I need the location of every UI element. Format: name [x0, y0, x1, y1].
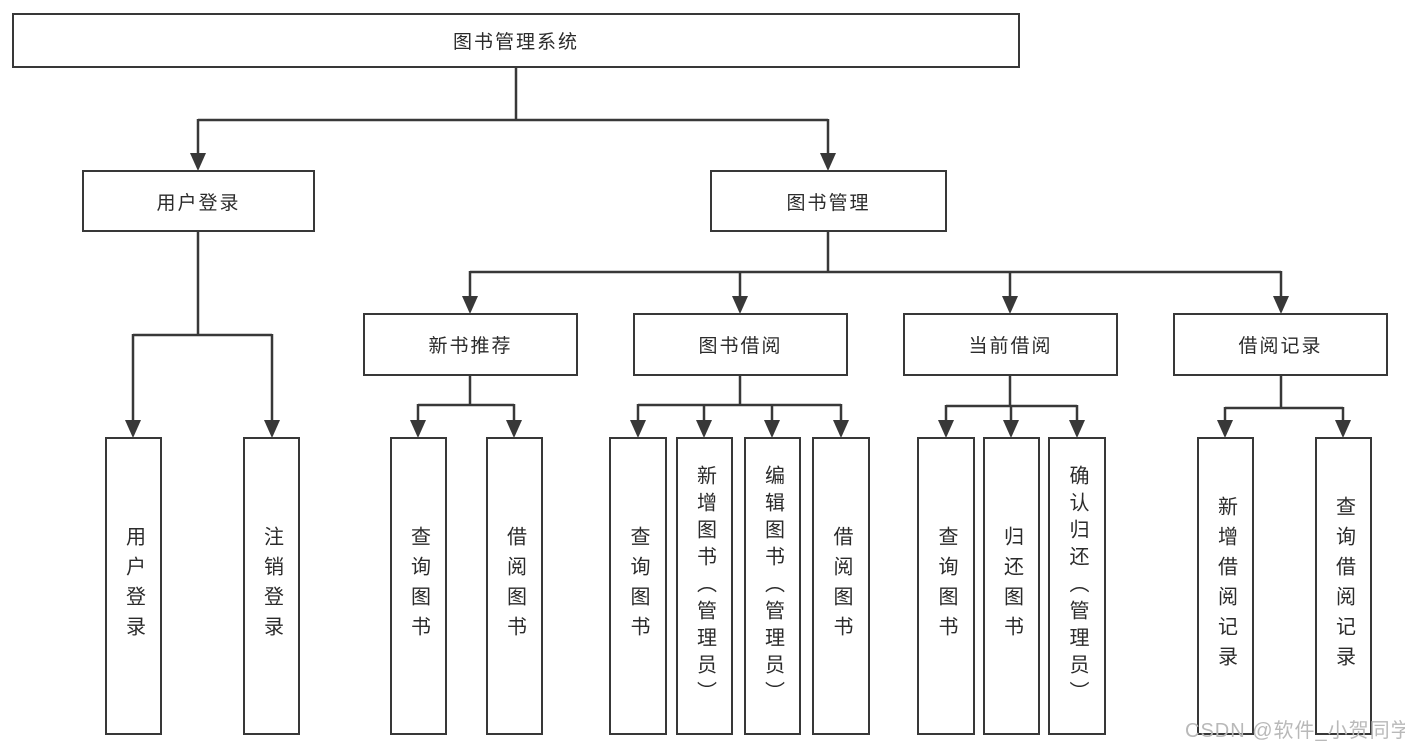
leaf-edit-book-admin-label: 编辑图书（管理员） [761, 464, 784, 708]
leaf-query-books-recommend: 查询图书 [390, 437, 447, 735]
node-borrowing-records: 借阅记录 [1173, 313, 1388, 376]
node-user-login-label: 用户登录 [156, 192, 241, 214]
leaf-edit-book-admin: 编辑图书（管理员） [744, 437, 801, 735]
leaf-query-books-current: 查询图书 [917, 437, 975, 735]
node-borrowing-records-label: 借阅记录 [1238, 336, 1323, 357]
leaf-borrow-books-borrow: 借阅图书 [812, 437, 870, 735]
node-user-login: 用户登录 [82, 170, 315, 232]
node-new-book-recommendation: 新书推荐 [363, 313, 578, 376]
node-new-book-recommendation-label: 新书推荐 [428, 336, 513, 357]
leaf-query-books-current-label: 查询图书 [935, 526, 957, 646]
node-book-borrowing: 图书借阅 [633, 313, 848, 376]
leaf-return-book: 归还图书 [983, 437, 1040, 735]
leaf-add-book-admin: 新增图书（管理员） [676, 437, 733, 735]
csdn-watermark: CSDN @软件_小贺同学 [1185, 720, 1405, 742]
leaf-query-books-borrow-label: 查询图书 [627, 526, 649, 646]
leaf-logout: 注销登录 [243, 437, 300, 735]
leaf-confirm-return-admin-label: 确认归还（管理员） [1066, 464, 1088, 708]
node-book-management-label: 图书管理 [786, 192, 871, 214]
leaf-query-books-recommend-label: 查询图书 [407, 526, 430, 646]
leaf-borrow-books-borrow-label: 借阅图书 [830, 526, 852, 646]
leaf-query-borrow-record-label: 查询借阅记录 [1332, 496, 1355, 676]
leaf-add-borrow-record-label: 新增借阅记录 [1214, 496, 1237, 676]
node-library-system-label: 图书管理系统 [452, 32, 579, 53]
leaf-confirm-return-admin: 确认归还（管理员） [1048, 437, 1106, 735]
node-book-borrowing-label: 图书借阅 [698, 336, 783, 357]
node-book-management: 图书管理 [710, 170, 947, 232]
leaf-borrow-books-recommend: 借阅图书 [486, 437, 543, 735]
node-current-borrowing: 当前借阅 [903, 313, 1118, 376]
node-current-borrowing-label: 当前借阅 [968, 336, 1053, 357]
node-library-system: 图书管理系统 [12, 13, 1020, 68]
leaf-add-borrow-record: 新增借阅记录 [1197, 437, 1254, 735]
leaf-borrow-books-recommend-label: 借阅图书 [503, 526, 526, 646]
leaf-user-login-label: 用户登录 [122, 526, 145, 646]
leaf-user-login: 用户登录 [105, 437, 162, 735]
leaf-return-book-label: 归还图书 [1000, 526, 1023, 646]
leaf-add-book-admin-label: 新增图书（管理员） [693, 464, 716, 708]
leaf-logout-label: 注销登录 [260, 526, 283, 646]
leaf-query-books-borrow: 查询图书 [609, 437, 667, 735]
leaf-query-borrow-record: 查询借阅记录 [1315, 437, 1372, 735]
